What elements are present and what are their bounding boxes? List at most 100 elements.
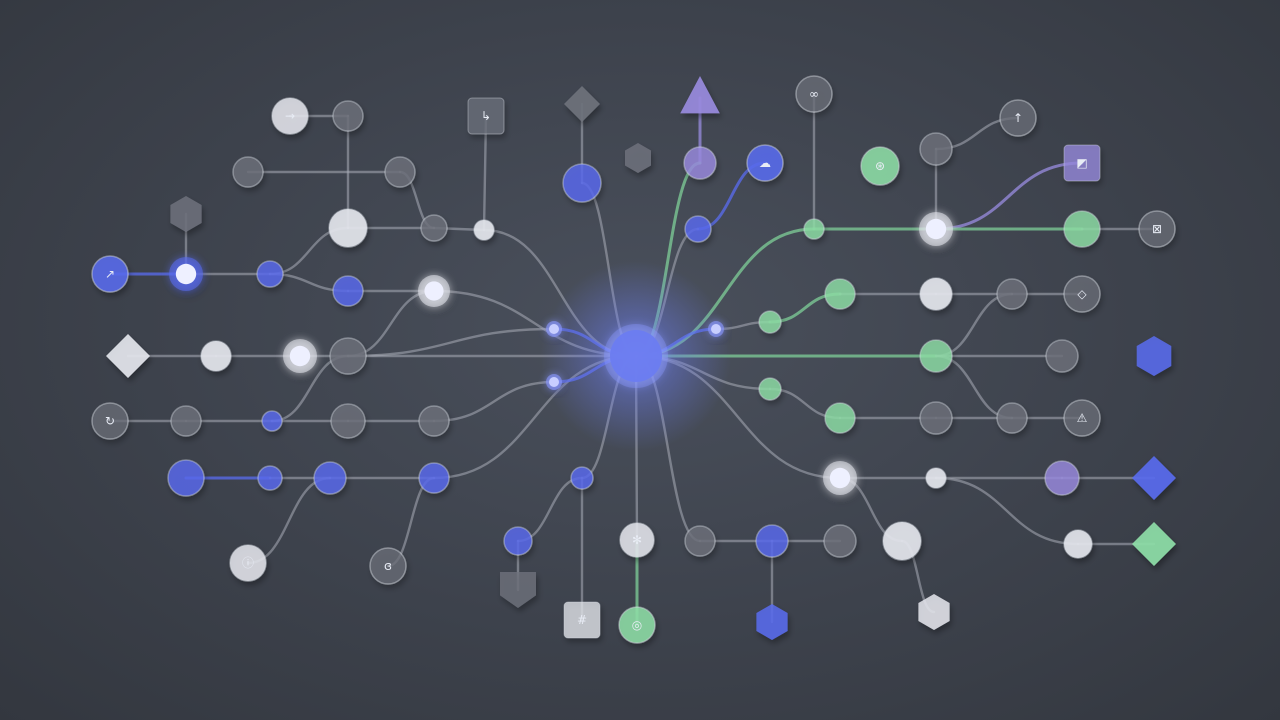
- n-trend[interactable]: ↗: [91, 255, 129, 293]
- venn-icon: ⊛: [875, 159, 885, 173]
- n-diamond-white[interactable]: [106, 334, 150, 378]
- gear-icon: ✻: [632, 533, 642, 547]
- n-purple-tile[interactable]: ◩: [1063, 144, 1101, 182]
- cycle-icon: ↻: [105, 414, 115, 428]
- n-gem-white[interactable]: [918, 594, 950, 630]
- n-ring-white-2[interactable]: [283, 339, 317, 373]
- n-lav-circle[interactable]: [683, 146, 717, 180]
- box-x-icon: ⊠: [1152, 222, 1162, 236]
- infinity-icon: ∞: [809, 87, 819, 101]
- n-left-gray-1[interactable]: [232, 156, 264, 188]
- n-gray-6[interactable]: [418, 405, 450, 437]
- n-gray-8[interactable]: [1045, 339, 1079, 373]
- n-shield-blue[interactable]: [756, 604, 788, 640]
- n-white-2[interactable]: [200, 340, 232, 372]
- n-left-gray-2[interactable]: [384, 156, 416, 188]
- n-arrow-right[interactable]: →: [271, 97, 309, 135]
- n-apple[interactable]: ɞ: [369, 547, 407, 585]
- n-blue-8[interactable]: [313, 461, 347, 495]
- edge-n-gray-3-to-n-glow-1: [346, 327, 556, 358]
- n-hexagon[interactable]: [170, 196, 202, 232]
- n-dark-blue-1[interactable]: [256, 260, 284, 288]
- apple-icon: ɞ: [384, 559, 392, 573]
- n-small-gray-1[interactable]: [420, 214, 448, 242]
- n-cloud[interactable]: ☁: [746, 144, 784, 182]
- arrow-right-icon: →: [285, 109, 295, 123]
- edge-n-turn-right-box-to-n-small-white-1: [482, 114, 488, 232]
- n-green-big[interactable]: [1063, 210, 1101, 248]
- n-triangle-purple[interactable]: [680, 76, 720, 114]
- n-small-blue-left[interactable]: [261, 410, 283, 432]
- n-shield-hash[interactable]: #: [563, 601, 601, 639]
- n-blue-9[interactable]: [418, 462, 450, 494]
- n-small-white-1[interactable]: [473, 219, 495, 241]
- n-gray-9[interactable]: [919, 401, 953, 435]
- n-ring-white-4[interactable]: [823, 461, 857, 495]
- n-gray-3[interactable]: [329, 337, 367, 375]
- n-blue-10[interactable]: [755, 524, 789, 558]
- hash-icon: #: [577, 613, 587, 627]
- n-box-x[interactable]: ⊠: [1138, 210, 1176, 248]
- n-glow-2[interactable]: [546, 374, 562, 390]
- n-green-4[interactable]: [919, 339, 953, 373]
- n-blue-top[interactable]: [562, 163, 602, 203]
- n-glow-1[interactable]: [546, 321, 562, 337]
- n-diamond-top-gray[interactable]: [564, 86, 600, 122]
- arrow-up-icon: ↑: [1013, 111, 1023, 125]
- n-glow-3[interactable]: [708, 321, 724, 337]
- n-hex-blue[interactable]: [1136, 336, 1172, 376]
- n-gray-10[interactable]: [996, 402, 1028, 434]
- n-white-big-2[interactable]: [882, 521, 922, 561]
- n-warning[interactable]: ⚠: [1063, 399, 1101, 437]
- n-diamond-box[interactable]: ◇: [1063, 275, 1101, 313]
- n-arrow-up[interactable]: ↑: [999, 99, 1037, 137]
- n-gray-top-r[interactable]: [919, 132, 953, 166]
- n-green-2[interactable]: [758, 310, 782, 334]
- n-gem[interactable]: [625, 143, 651, 173]
- n-venn[interactable]: ⊛: [860, 146, 900, 186]
- n-turn-right-box[interactable]: ↳: [467, 97, 505, 135]
- edge-n-small-white-2-to-n-white-5: [934, 476, 1080, 546]
- n-white-5[interactable]: [1063, 529, 1093, 559]
- hub-node[interactable]: [604, 324, 668, 388]
- n-cycle[interactable]: ↻: [91, 402, 129, 440]
- n-ring-blue[interactable]: [169, 257, 203, 291]
- n-gray-11[interactable]: [684, 525, 716, 557]
- n-green-5[interactable]: [758, 377, 782, 401]
- n-white-4[interactable]: [919, 277, 953, 311]
- warning-icon: ⚠: [1077, 411, 1088, 425]
- n-gray-5[interactable]: [330, 403, 366, 439]
- n-green-3[interactable]: [824, 278, 856, 310]
- info-icon: ⓘ: [242, 556, 254, 570]
- n-gear[interactable]: ✻: [619, 522, 655, 558]
- n-blue-dot-1[interactable]: [332, 275, 364, 307]
- n-gray-4[interactable]: [170, 405, 202, 437]
- n-blue-dot-12[interactable]: [570, 466, 594, 490]
- n-gray-12[interactable]: [823, 524, 857, 558]
- n-gray-7[interactable]: [996, 278, 1028, 310]
- n-big-white[interactable]: [328, 208, 368, 248]
- n-blue-11[interactable]: [503, 526, 533, 556]
- edge-n-gray-6-to-n-glow-2: [432, 380, 556, 423]
- target-icon: ◎: [632, 618, 642, 632]
- n-purple-2[interactable]: [1044, 460, 1080, 496]
- diamond-outline-icon: ◇: [1077, 287, 1087, 301]
- n-green-6[interactable]: [824, 402, 856, 434]
- n-infinity[interactable]: ∞: [795, 75, 833, 113]
- cloud-icon: ☁: [759, 156, 771, 170]
- n-ring-white-3[interactable]: [919, 212, 953, 246]
- n-green-small-1[interactable]: [803, 218, 825, 240]
- n-info[interactable]: ⓘ: [229, 544, 267, 582]
- n-ring-white-1[interactable]: [418, 275, 450, 307]
- trend-icon: ↗: [105, 267, 115, 281]
- n-diamond-green[interactable]: [1132, 522, 1176, 566]
- n-shield-gray[interactable]: [500, 572, 536, 608]
- n-small-white-2[interactable]: [925, 467, 947, 489]
- n-target[interactable]: ◎: [618, 606, 656, 644]
- n-blue-6[interactable]: [167, 459, 205, 497]
- n-blue-7[interactable]: [257, 465, 283, 491]
- n-diamond-blue[interactable]: [1132, 456, 1176, 500]
- n-top-gray[interactable]: [332, 100, 364, 132]
- n-blue-dark-2[interactable]: [684, 215, 712, 243]
